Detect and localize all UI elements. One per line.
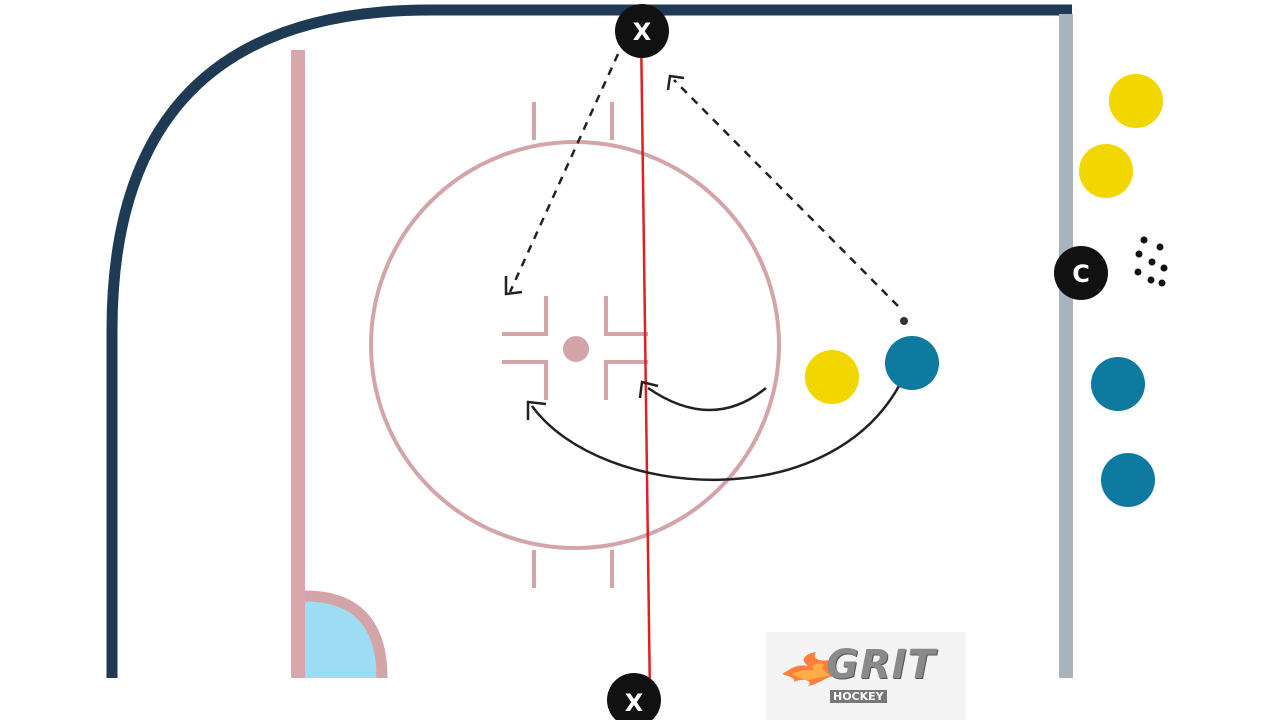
- logo-tagline: HOCKEY: [830, 690, 887, 703]
- yellow-player: [805, 350, 859, 404]
- pass-arrow-dashed-left: [504, 53, 620, 296]
- faceoff-circle: [369, 140, 781, 550]
- teal-player-waiting: [1091, 357, 1145, 411]
- skate-arrow-short: [638, 380, 659, 399]
- coach-marker: [1054, 246, 1108, 300]
- pass-arrow-dashed-right: [666, 74, 899, 307]
- center-red-line: [639, 29, 652, 701]
- coach-marker-label: C: [1072, 260, 1090, 288]
- goal-crease: [305, 598, 380, 678]
- teal-player: [885, 336, 939, 390]
- x-marker-bottom-label: X: [625, 689, 644, 717]
- puck-dot: [900, 317, 908, 325]
- x-marker-top-label: X: [633, 18, 652, 46]
- faceoff-l-marks: [502, 296, 648, 400]
- skate-path-short: [647, 386, 767, 412]
- x-marker-bottom: [607, 673, 661, 720]
- x-marker-top: [615, 4, 669, 58]
- skate-path-long: [530, 371, 908, 482]
- rink-boards: [106, 4, 1072, 678]
- flame-icon: [782, 652, 836, 686]
- grit-logo: GRIT HOCKEY: [766, 632, 966, 720]
- logo-name: GRIT: [826, 642, 936, 688]
- yellow-player-waiting: [1079, 144, 1133, 198]
- teal-player-waiting: [1101, 453, 1155, 507]
- yellow-player-waiting: [1109, 74, 1163, 128]
- puck-pile-icon: [1134, 236, 1168, 287]
- faceoff-dot: [563, 336, 589, 362]
- goal-crease-outline: [304, 590, 388, 679]
- skate-arrow-long: [526, 400, 547, 420]
